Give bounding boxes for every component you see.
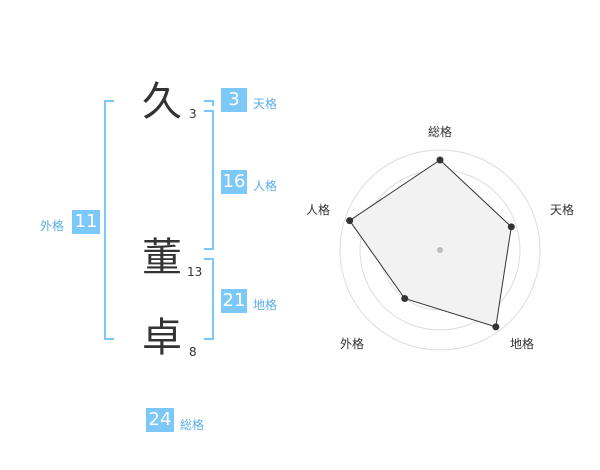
tenkaku-bracket bbox=[204, 100, 214, 106]
radar-point-3 bbox=[401, 295, 409, 303]
name-char-3: 卓 bbox=[142, 315, 182, 361]
gaikaku-bracket bbox=[104, 100, 114, 340]
chikaku-value: 21 bbox=[221, 289, 247, 313]
radar-chart bbox=[339, 149, 541, 351]
name-char-2: 董 bbox=[142, 235, 182, 281]
radar-label-tenkaku: 天格 bbox=[550, 203, 575, 217]
tenkaku-label: 天格 bbox=[253, 97, 278, 111]
radar-point-0 bbox=[436, 156, 444, 164]
radar-data-points bbox=[346, 156, 515, 331]
gaikaku-value: 11 bbox=[72, 210, 100, 234]
radar-label-chikaku: 地格 bbox=[510, 337, 535, 351]
radar-label-jinkaku: 人格 bbox=[306, 203, 331, 217]
name-char-1: 久 bbox=[142, 79, 182, 125]
name-char-3-strokes: 8 bbox=[189, 345, 197, 359]
name-char-2-strokes: 13 bbox=[187, 265, 203, 279]
radar-point-1 bbox=[507, 223, 515, 231]
radar-label-gaikaku: 外格 bbox=[340, 337, 365, 351]
name-char-1-strokes: 3 bbox=[189, 107, 197, 121]
chikaku-label: 地格 bbox=[253, 298, 278, 312]
radar-data-polygon bbox=[348, 159, 512, 328]
soukaku-value: 24 bbox=[146, 408, 174, 432]
jinkaku-value: 16 bbox=[221, 170, 247, 194]
jinkaku-label: 人格 bbox=[253, 179, 278, 193]
soukaku-label: 総格 bbox=[180, 418, 205, 432]
radar-center-dot bbox=[437, 247, 443, 253]
chikaku-bracket bbox=[204, 258, 214, 340]
gaikaku-label: 外格 bbox=[40, 219, 65, 233]
jinkaku-bracket bbox=[204, 110, 214, 250]
radar-point-4 bbox=[346, 217, 354, 225]
radar-point-2 bbox=[492, 323, 500, 331]
radar-label-soukaku: 総格 bbox=[428, 125, 453, 139]
tenkaku-value: 3 bbox=[221, 88, 247, 112]
